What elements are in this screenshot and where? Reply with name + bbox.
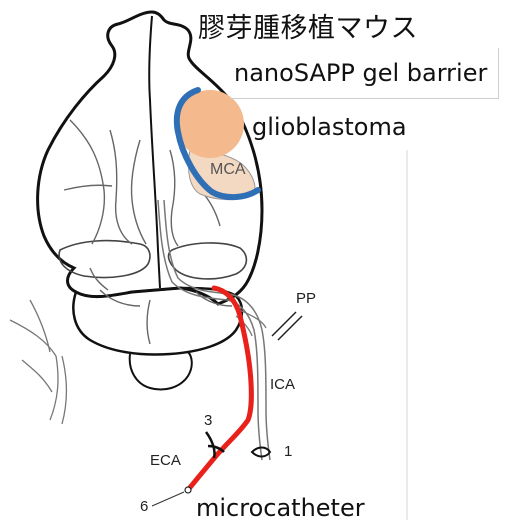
hemisphere-contour-left (59, 241, 150, 278)
ligature-3 (206, 432, 224, 458)
brainstem-outline (130, 352, 192, 390)
brain-midline (149, 16, 160, 288)
pp-label: PP (296, 290, 316, 307)
gel-barrier-label: nanoSAPP gel barrier (234, 59, 487, 87)
microcatheter-label: microcatheter (196, 494, 365, 522)
pp-line-2 (278, 316, 302, 340)
number-3-label: 3 (204, 412, 212, 429)
eca-label: ECA (150, 452, 181, 469)
number-1-label: 1 (284, 443, 292, 460)
figure-title: 膠芽腫移植マウス (198, 6, 418, 45)
number-6-label: 6 (140, 498, 148, 515)
glioblastoma-label: glioblastoma (252, 113, 407, 141)
mca-label: MCA (210, 161, 246, 179)
microcatheter-line (188, 288, 251, 490)
pp-line-1 (272, 312, 296, 336)
catheter-tip (185, 487, 191, 493)
external-vessels (10, 300, 266, 424)
pointer-6 (152, 492, 184, 506)
ica-label: ICA (270, 376, 295, 393)
hemisphere-contour-right (169, 243, 247, 279)
